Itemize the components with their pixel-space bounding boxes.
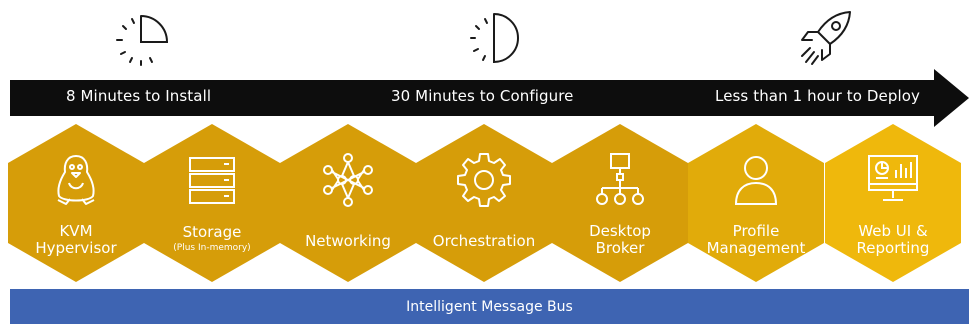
dashboard-monitor-icon — [868, 155, 918, 201]
storage-label: Storage — [182, 223, 242, 241]
gear-icon — [457, 153, 511, 207]
desktop-broker-label: Desktop Broker — [589, 222, 651, 257]
network-nodes-icon — [323, 153, 373, 207]
component-kvm-hypervisor: KVM Hypervisor — [8, 124, 144, 282]
kvm-hypervisor-label: KVM Hypervisor — [35, 222, 117, 257]
networking-label: Networking — [305, 232, 391, 250]
message-bus-label: Intelligent Message Bus — [406, 299, 573, 315]
timeline-arrow — [10, 69, 969, 127]
component-networking: Networking — [280, 124, 416, 282]
storage-sublabel: (Plus In-memory) — [173, 243, 251, 253]
web-ui-reporting-label: Web UI & Reporting — [856, 222, 930, 257]
component-storage: Storage (Plus In-memory) — [144, 124, 280, 282]
rocket-icon — [801, 11, 851, 65]
quarter-clock-icon — [116, 15, 169, 66]
component-desktop-broker: Desktop Broker — [552, 124, 688, 282]
profile-management-label: Profile Management — [706, 222, 806, 257]
broker-tree-icon — [596, 153, 644, 205]
half-clock-icon — [470, 13, 519, 64]
component-profile-management: Profile Management — [688, 124, 824, 282]
penguin-icon — [57, 155, 95, 205]
server-stack-icon — [189, 157, 235, 204]
orchestration-label: Orchestration — [432, 232, 536, 250]
configure-time-label: 30 Minutes to Configure — [391, 87, 574, 105]
component-orchestration: Orchestration — [416, 124, 552, 282]
install-time-label: 8 Minutes to Install — [66, 87, 212, 105]
deploy-time-label: Less than 1 hour to Deploy — [715, 87, 920, 105]
message-bus-bar: Intelligent Message Bus — [10, 289, 969, 324]
component-web-ui-reporting: Web UI & Reporting — [825, 124, 961, 282]
user-profile-icon — [734, 156, 778, 205]
